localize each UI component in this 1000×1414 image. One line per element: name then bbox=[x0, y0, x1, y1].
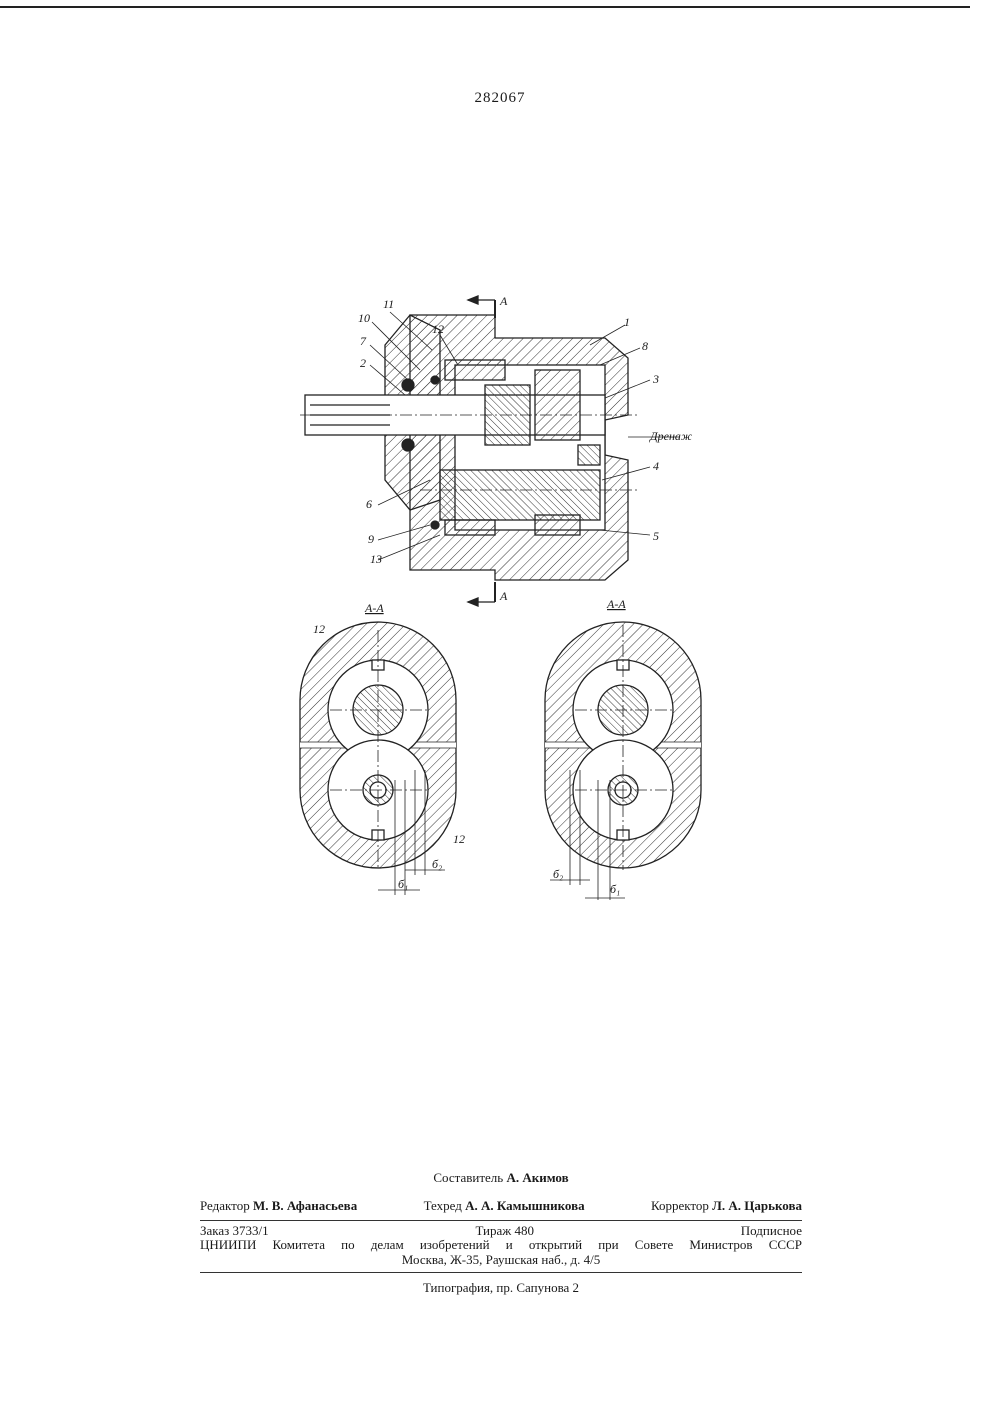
corrector: Корректор Л. А. Царькова bbox=[651, 1198, 802, 1214]
circulation: Тираж 480 bbox=[475, 1224, 534, 1238]
label-12-left-bottom: 12 bbox=[453, 832, 465, 846]
editors-line: Редактор М. В. Афанасьева Техред А. А. К… bbox=[200, 1198, 802, 1214]
footer-rule-bottom bbox=[200, 1272, 802, 1273]
upper-bushing bbox=[535, 370, 580, 440]
section-left bbox=[300, 622, 456, 895]
label-12: 12 bbox=[432, 322, 444, 336]
label-11: 11 bbox=[383, 297, 394, 311]
seal-upper bbox=[445, 360, 505, 380]
section-right bbox=[545, 622, 701, 900]
label-b2-right: б₂ bbox=[553, 867, 563, 881]
label-7: 7 bbox=[360, 334, 367, 348]
label-12-left-top: 12 bbox=[313, 622, 325, 636]
editor: Редактор М. В. Афанасьева bbox=[200, 1198, 357, 1214]
label-b1-right: б₁ bbox=[610, 882, 620, 896]
label-10: 10 bbox=[358, 311, 370, 325]
label-9: 9 bbox=[368, 532, 374, 546]
label-1: 1 bbox=[624, 315, 630, 329]
label-8: 8 bbox=[642, 339, 648, 353]
label-6: 6 bbox=[366, 497, 372, 511]
technical-drawing: 11 12 10 7 2 1 8 3 Дренаж 4 5 6 9 13 А А bbox=[0, 0, 1000, 1150]
drain-label: Дренаж bbox=[649, 429, 692, 443]
section-mark-top: А bbox=[499, 294, 508, 308]
section-right-title: А-А bbox=[606, 597, 626, 611]
label-b1-left: б₁ bbox=[398, 877, 408, 891]
order-number: Заказ 3733/1 bbox=[200, 1224, 269, 1238]
label-4: 4 bbox=[653, 459, 659, 473]
compiler-line: Составитель А. Акимов bbox=[200, 1170, 802, 1186]
techred: Техред А. А. Камышникова bbox=[424, 1198, 585, 1214]
lower-gear bbox=[440, 470, 600, 520]
lower-bushing bbox=[535, 515, 580, 535]
seal-lower bbox=[445, 520, 495, 535]
label-2: 2 bbox=[360, 356, 366, 370]
label-b2-left: б₂ bbox=[432, 857, 442, 871]
label-5: 5 bbox=[653, 529, 659, 543]
subscription: Подписное bbox=[741, 1224, 802, 1238]
organization-line: ЦНИИПИ Комитета по делам изобретений и о… bbox=[200, 1238, 802, 1252]
label-3: 3 bbox=[652, 372, 659, 386]
section-mark-bottom: А bbox=[499, 589, 508, 603]
section-left-title: А-А bbox=[364, 601, 384, 615]
footer-rule-top bbox=[200, 1220, 802, 1221]
label-13: 13 bbox=[370, 552, 382, 566]
longitudinal-section bbox=[300, 296, 680, 606]
drain-plug bbox=[578, 445, 600, 465]
address-line: Москва, Ж-35, Раушская наб., д. 4/5 bbox=[200, 1253, 802, 1267]
order-line: Заказ 3733/1 Тираж 480 Подписное bbox=[200, 1224, 802, 1238]
printing-line: Типография, пр. Сапунова 2 bbox=[200, 1280, 802, 1296]
